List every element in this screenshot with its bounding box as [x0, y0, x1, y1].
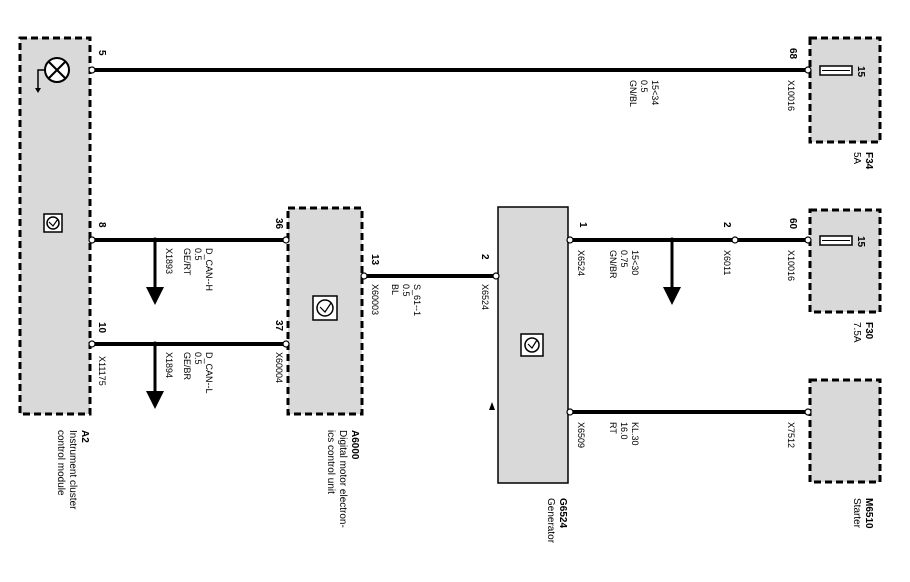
connector-label: X1893: [164, 248, 174, 274]
module-a6000-id: A6000: [349, 430, 360, 460]
connector-label: X6524: [576, 250, 586, 276]
module-m6510-id: M6510: [863, 498, 874, 529]
module-g6524[interactable]: G6524 Generator: [489, 206, 569, 544]
pin-label: 2: [721, 222, 732, 228]
wire-size: 0.5: [193, 248, 203, 261]
pin-label: 13: [369, 254, 380, 266]
fuse-f34-id: F34: [863, 152, 874, 170]
wire-size: 0.5: [401, 284, 411, 297]
wire-15-30[interactable]: 1 2 60 X6524 X6011 X10016 15<30 0.75 GN/…: [566, 218, 812, 305]
pin-label: 60: [787, 218, 798, 230]
warning-lamp-icon: [35, 57, 70, 93]
pin-label: 37: [273, 320, 284, 332]
module-g6524-name: Generator: [545, 498, 556, 544]
wire-color: GN/BR: [608, 250, 618, 279]
module-a6000-name-line1: Digital motor electron-: [337, 430, 348, 528]
wire-signal: 15<30: [630, 250, 640, 275]
fuse-icon: [819, 235, 853, 246]
wire-color: RT: [608, 422, 618, 434]
wire-color: BL: [390, 284, 400, 295]
connector-label: X6509: [576, 422, 586, 448]
wire-signal: KL.30: [630, 422, 640, 446]
module-a2[interactable]: A2 Instrument cluster control module: [18, 36, 92, 510]
fuse-f30-pin: 15: [855, 236, 866, 248]
connector-label: X7512: [786, 422, 796, 448]
connector-label: X11175: [97, 356, 107, 386]
wire-s-61-1[interactable]: 13 2 X60003 X6524 S_61--1 0.5 BL: [360, 254, 500, 316]
ground-marker-icon: [489, 402, 495, 410]
connector-label: X10016: [786, 80, 796, 111]
connector-label: X6011: [722, 250, 732, 275]
pin-label: 68: [787, 48, 798, 60]
wire-signal: S_61--1: [412, 284, 422, 316]
module-a6000[interactable]: A6000 Digital motor electron- ics contro…: [286, 206, 364, 528]
fuse-icon: [819, 65, 853, 76]
pin-label: 1: [577, 222, 588, 228]
connector-label: X60003: [370, 284, 380, 315]
control-unit-icon: [312, 295, 338, 321]
module-a2-name-line1: Instrument cluster: [67, 430, 78, 510]
module-a2-id: A2: [79, 430, 90, 443]
wire-color: GN/BL: [628, 80, 638, 107]
wire-kl-30[interactable]: X6509 X7512 KL.30 16.0 RT: [566, 408, 812, 448]
wire-size: 16.0: [619, 422, 629, 440]
pin-label: 10: [96, 322, 107, 334]
fuse-f30-rating: 7.5A: [851, 322, 862, 343]
wire-size: 0.5: [193, 352, 203, 365]
module-a6000-name-line2: ics control unit: [325, 430, 336, 494]
connector-label: X60004: [274, 352, 284, 383]
connector-label: X1894: [164, 352, 174, 378]
wire-signal: D_CAN--L: [204, 352, 214, 394]
module-m6510[interactable]: M6510 Starter: [808, 378, 882, 529]
fuse-f34-rating: 5A: [851, 152, 862, 165]
pin-label: 8: [96, 222, 107, 228]
control-unit-icon: [520, 333, 544, 357]
pin-label: 2: [479, 254, 490, 260]
fuse-f34-pin: 15: [855, 66, 866, 78]
wire-15-34[interactable]: 5 68 X10016 15<34 0.5 GN/BL: [88, 48, 812, 111]
wire-d-can-l[interactable]: 10 37 X11175 X1894 X60004 D_CAN--L 0.5 G…: [88, 320, 290, 409]
fuse-f30[interactable]: 15 F30 7.5A: [808, 208, 882, 343]
wire-size: 0.5: [639, 80, 649, 93]
fuse-f30-id: F30: [863, 322, 874, 340]
connector-label: X10016: [786, 250, 796, 281]
wire-signal: 15<34: [650, 80, 660, 105]
connector-label: X6524: [480, 284, 490, 310]
wire-color: GE/RT: [182, 248, 192, 276]
pin-label: 36: [273, 218, 284, 230]
wire-size: 0.75: [619, 250, 629, 268]
wire-d-can-h[interactable]: 8 36 X1893 D_CAN--H 0.5 GE/RT: [88, 218, 290, 305]
module-g6524-id: G6524: [557, 498, 568, 528]
module-a2-name-line2: control module: [55, 430, 66, 496]
wire-signal: D_CAN--H: [204, 248, 214, 291]
module-m6510-name: Starter: [851, 498, 862, 529]
fuse-f34[interactable]: 15 F34 5A: [808, 36, 882, 170]
pin-label: 5: [96, 50, 107, 56]
wire-color: GE/BR: [182, 352, 192, 381]
control-unit-icon: [43, 213, 63, 233]
